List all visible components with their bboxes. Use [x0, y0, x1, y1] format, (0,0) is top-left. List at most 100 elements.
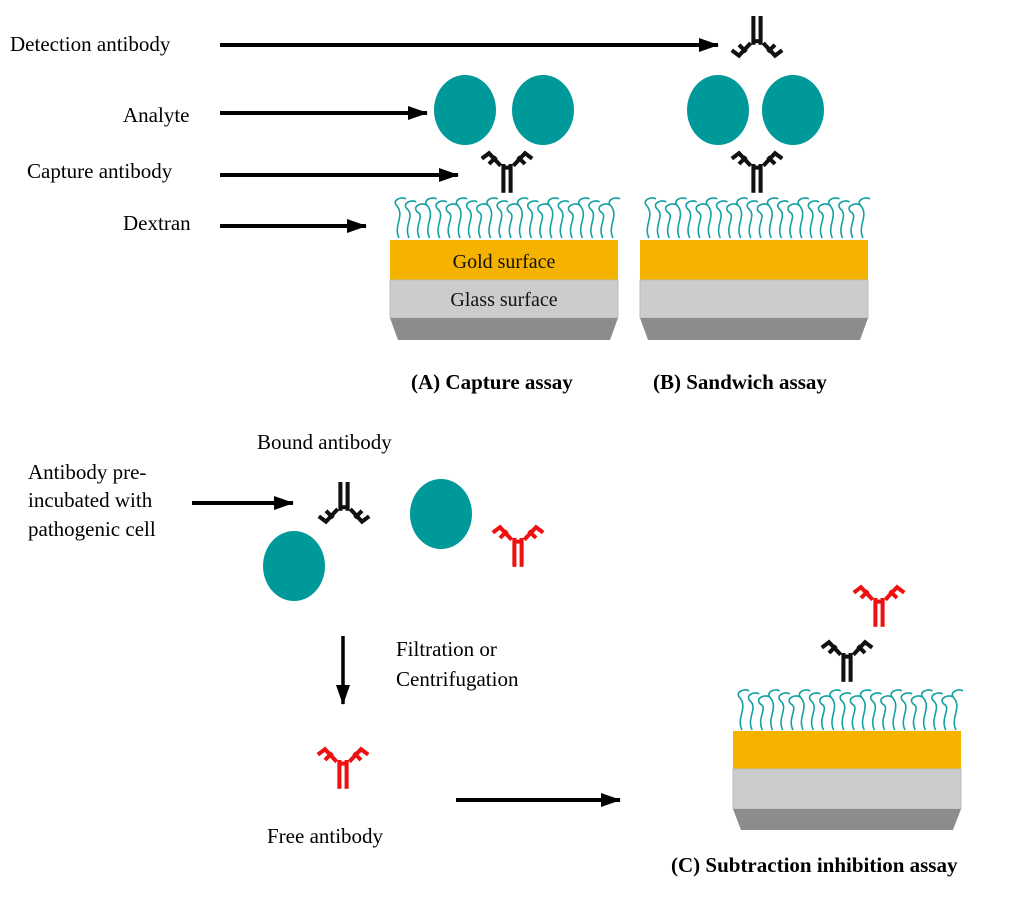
label-bound-antibody: Bound antibody: [257, 430, 392, 454]
antibody-stroke: [859, 589, 870, 600]
dextran-strand: [496, 200, 509, 239]
dextran-strand: [435, 200, 448, 239]
dextran-strand: [951, 689, 964, 731]
label-filtration-2: Centrifugation: [396, 667, 519, 691]
antibody-stroke: [766, 155, 777, 166]
glass-base-a: [390, 318, 618, 340]
analyte-a-right: [512, 75, 574, 145]
gold-surface-b: [640, 240, 868, 280]
dextran-strand: [869, 692, 882, 731]
dextran-strand: [827, 197, 840, 239]
antibody-stroke: [352, 751, 363, 762]
antibody-stroke: [737, 155, 748, 166]
dextran-strand: [567, 203, 580, 239]
label-preincubated-2: incubated with: [28, 488, 153, 512]
dextran-strand: [506, 203, 519, 239]
antibody-stroke: [888, 589, 899, 600]
label-filtration-1: Filtration or: [396, 637, 497, 661]
dextran-strand: [516, 197, 529, 239]
analyte-a-left: [434, 75, 496, 145]
dextran-strand: [537, 203, 550, 239]
label-analyte: Analyte: [123, 103, 189, 127]
antibody-stroke: [487, 155, 498, 166]
dextran-strand: [910, 695, 923, 731]
dextran-strand: [588, 200, 601, 239]
dextran-strand: [404, 200, 417, 239]
dextran-strand: [557, 200, 570, 239]
antibody-stroke: [323, 751, 334, 762]
dextran-strand: [736, 197, 749, 239]
antibody-stroke: [852, 584, 875, 602]
gold-surface-label: Gold surface: [453, 251, 556, 273]
antibody-stroke: [511, 150, 534, 168]
dextran-a: [394, 197, 621, 239]
dextran-strand: [644, 197, 657, 239]
dextran-strand: [808, 692, 821, 731]
antibody-stroke: [480, 150, 503, 168]
dextran-strand: [807, 200, 820, 239]
dextran-strand: [577, 197, 590, 239]
analyte-b-right: [762, 75, 824, 145]
dextran-strand: [941, 695, 954, 731]
dextran-strand: [465, 200, 478, 239]
antibody-stroke: [761, 41, 784, 59]
dextran-strand: [445, 203, 458, 239]
dextran-strand: [715, 200, 728, 239]
dextran-strand: [737, 689, 750, 731]
dextran-strand: [756, 203, 769, 239]
dextran-strand: [900, 692, 913, 731]
antibody-stroke: [316, 746, 339, 764]
dextran-strand: [920, 689, 933, 731]
label-dextran: Dextran: [123, 211, 191, 235]
dextran-strand: [675, 197, 688, 239]
antibody-stroke: [766, 43, 777, 54]
dextran-strand: [654, 200, 667, 239]
caption-subtraction-inhibition-assay: (C) Subtraction inhibition assay: [671, 853, 958, 877]
gold-surface-a: [390, 240, 618, 280]
antibody-stroke: [347, 746, 370, 764]
dextran-b: [644, 197, 871, 239]
dextran-strand: [766, 197, 779, 239]
antibody-stroke: [516, 155, 527, 166]
dextran-strand: [858, 197, 871, 239]
dextran-strand: [747, 692, 760, 731]
glass-base-b: [640, 318, 868, 340]
pathogenic-cell-bound: [263, 531, 325, 601]
antibody-stroke: [827, 644, 838, 655]
dextran-strand: [414, 203, 427, 239]
antibody-stroke: [317, 507, 340, 525]
dextran-strand: [746, 200, 759, 239]
caption-sandwich-assay: (B) Sandwich assay: [653, 370, 827, 394]
chip-c: [732, 689, 964, 830]
dextran-strand: [817, 203, 830, 239]
free-antibody-red-2: [316, 746, 370, 789]
free-antibody-red-1: [491, 524, 545, 567]
capture-antibody-a: [480, 150, 534, 193]
dextran-strand: [778, 692, 791, 731]
glass-surface-c: [732, 768, 962, 810]
dextran-strand: [798, 689, 811, 731]
antibody-stroke: [737, 43, 748, 54]
antibody-stroke: [851, 639, 874, 657]
capture-antibody-b: [730, 150, 784, 193]
dextran-strand: [608, 197, 621, 239]
dextran-strand: [598, 203, 611, 239]
label-detection-antibody: Detection antibody: [10, 32, 171, 56]
dextran-strand: [705, 197, 718, 239]
glass-base-c: [733, 809, 961, 830]
dextran-strand: [695, 203, 708, 239]
antibody-stroke: [883, 584, 906, 602]
dextran-strand: [931, 692, 944, 731]
dextran-strand: [526, 200, 539, 239]
dextran-strand: [880, 695, 893, 731]
dextran-strand: [664, 203, 677, 239]
antibody-stroke: [730, 41, 753, 59]
dextran-strand: [848, 203, 861, 239]
dextran-strand: [890, 689, 903, 731]
antibody-stroke: [730, 150, 753, 168]
dextran-strand: [455, 197, 468, 239]
antibody-stroke: [761, 150, 784, 168]
label-capture-antibody: Capture antibody: [27, 159, 173, 183]
antibody-stroke: [498, 529, 509, 540]
